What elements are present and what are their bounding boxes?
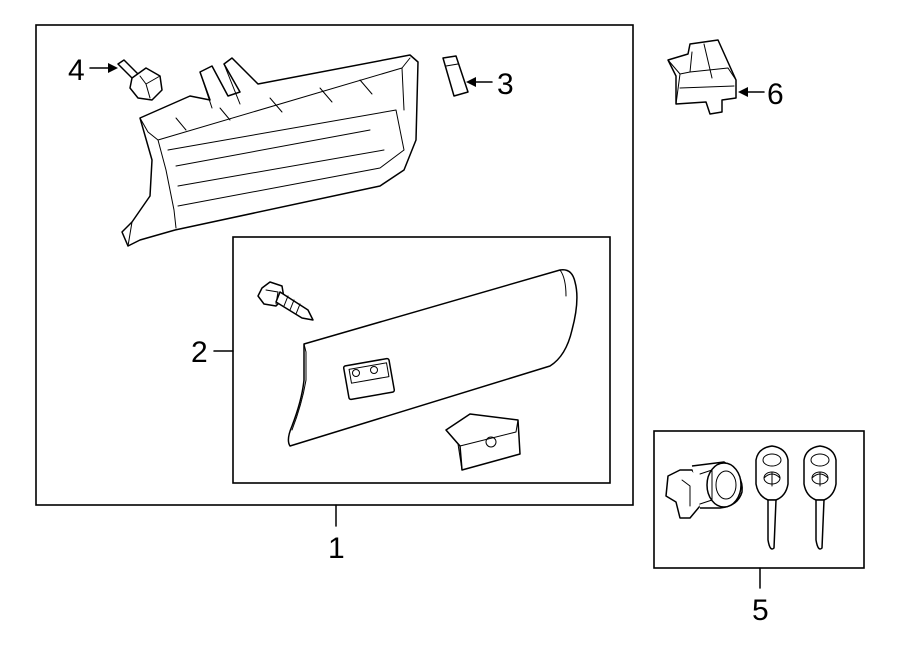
- latch-icon: [667, 39, 737, 115]
- callout-4: 4: [68, 54, 85, 87]
- callout-1: 1: [328, 532, 345, 565]
- assembly-box-2: [232, 236, 611, 484]
- glove-box-door-icon: [121, 54, 419, 247]
- callout-5: 5: [752, 594, 769, 627]
- assembly-box-1: [35, 24, 634, 506]
- assembly-box-5: [653, 430, 865, 569]
- glove-box-liner-icon: [287, 269, 578, 447]
- callout-3: 3: [497, 68, 514, 101]
- bolt-icon: [257, 281, 314, 321]
- leader-lines: [89, 63, 765, 589]
- key-icon: [803, 445, 837, 550]
- bumper-pad-icon: [442, 55, 469, 97]
- callout-6: 6: [767, 78, 784, 111]
- callout-2: 2: [191, 336, 208, 369]
- bolt-icon: [117, 59, 163, 101]
- key-icon: [755, 445, 789, 550]
- lock-cylinder-icon: [665, 461, 743, 519]
- latch-icon: [445, 413, 521, 471]
